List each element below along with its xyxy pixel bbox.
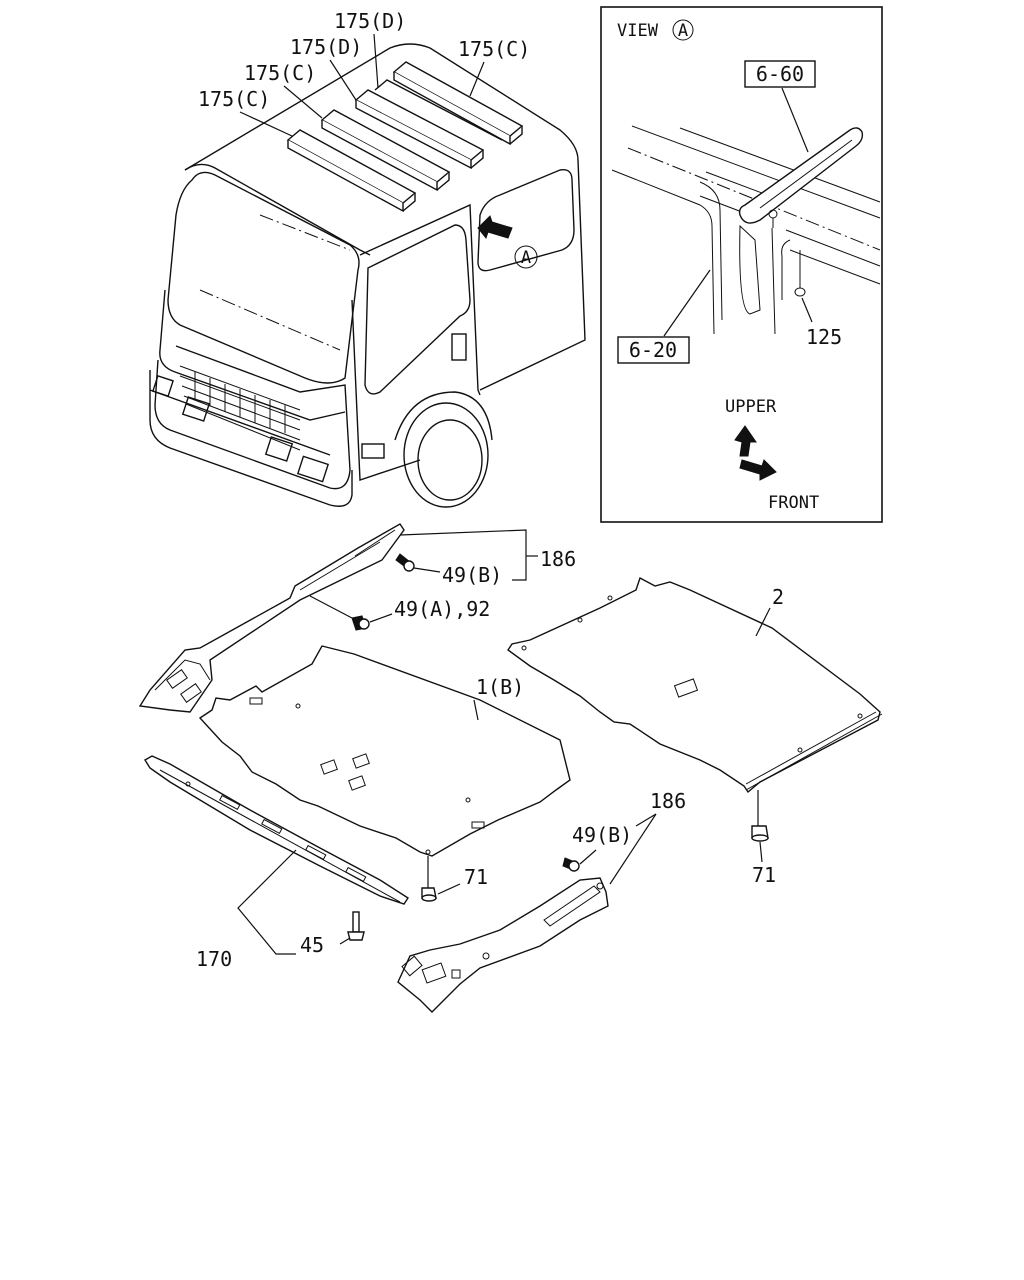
label-49b-bottom: 49(B) [572, 823, 632, 847]
label-175d-upper: 175(D) [334, 9, 406, 33]
arrow-upper-icon [734, 425, 757, 457]
label-186-top: 186 [540, 547, 576, 571]
ref-6-60: 6-60 [756, 62, 804, 86]
truck-cab: A [149, 43, 586, 508]
label-2: 2 [772, 585, 784, 609]
roof-panel-3 [354, 89, 485, 170]
label-71-left: 71 [464, 865, 488, 889]
pillar-trim-lower [397, 877, 609, 1013]
headlining-2 [507, 576, 883, 794]
orientation-front: FRONT [768, 493, 819, 513]
label-45: 45 [300, 933, 324, 957]
label-175d-lower: 175(D) [290, 35, 362, 59]
label-71-right: 71 [752, 863, 776, 887]
label-175c-left: 175(C) [198, 87, 270, 111]
clip-71-left [421, 856, 461, 902]
label-175c-right: 175(C) [458, 37, 530, 61]
pillar-trim-upper [138, 523, 405, 713]
clip-71-right [751, 790, 769, 863]
screw-45 [339, 911, 365, 945]
orientation-upper: UPPER [725, 397, 777, 417]
roof-panel-2 [320, 109, 451, 192]
inset-title: VIEW [617, 21, 659, 41]
roof-panel-1 [286, 129, 417, 213]
label-49a-92: 49(A),92 [394, 597, 490, 621]
rail-170 [144, 755, 409, 905]
ref-6-20: 6-20 [629, 338, 677, 362]
clip-49b-top [395, 553, 441, 573]
label-186-bottom: 186 [650, 789, 686, 813]
label-175c-mid: 175(C) [244, 61, 316, 85]
headlining-1b [198, 645, 571, 857]
clip-49b-bottom [562, 849, 597, 872]
view-a-marker: A [521, 248, 531, 268]
inset-view-a: VIEW A 6-60 6-20 125 UPPER [600, 6, 883, 523]
label-125: 125 [806, 325, 842, 349]
clip-49a-92 [309, 595, 393, 631]
roof-panel-4 [374, 61, 524, 146]
label-49b-top: 49(B) [442, 563, 502, 587]
inset-title-marker: A [678, 21, 688, 41]
label-170: 170 [196, 947, 232, 971]
label-1b: 1(B) [476, 675, 524, 699]
roof-labels: 175(D) 175(D) 175(C) 175(C) 175(C) [198, 9, 530, 137]
arrow-front-icon [739, 459, 777, 481]
